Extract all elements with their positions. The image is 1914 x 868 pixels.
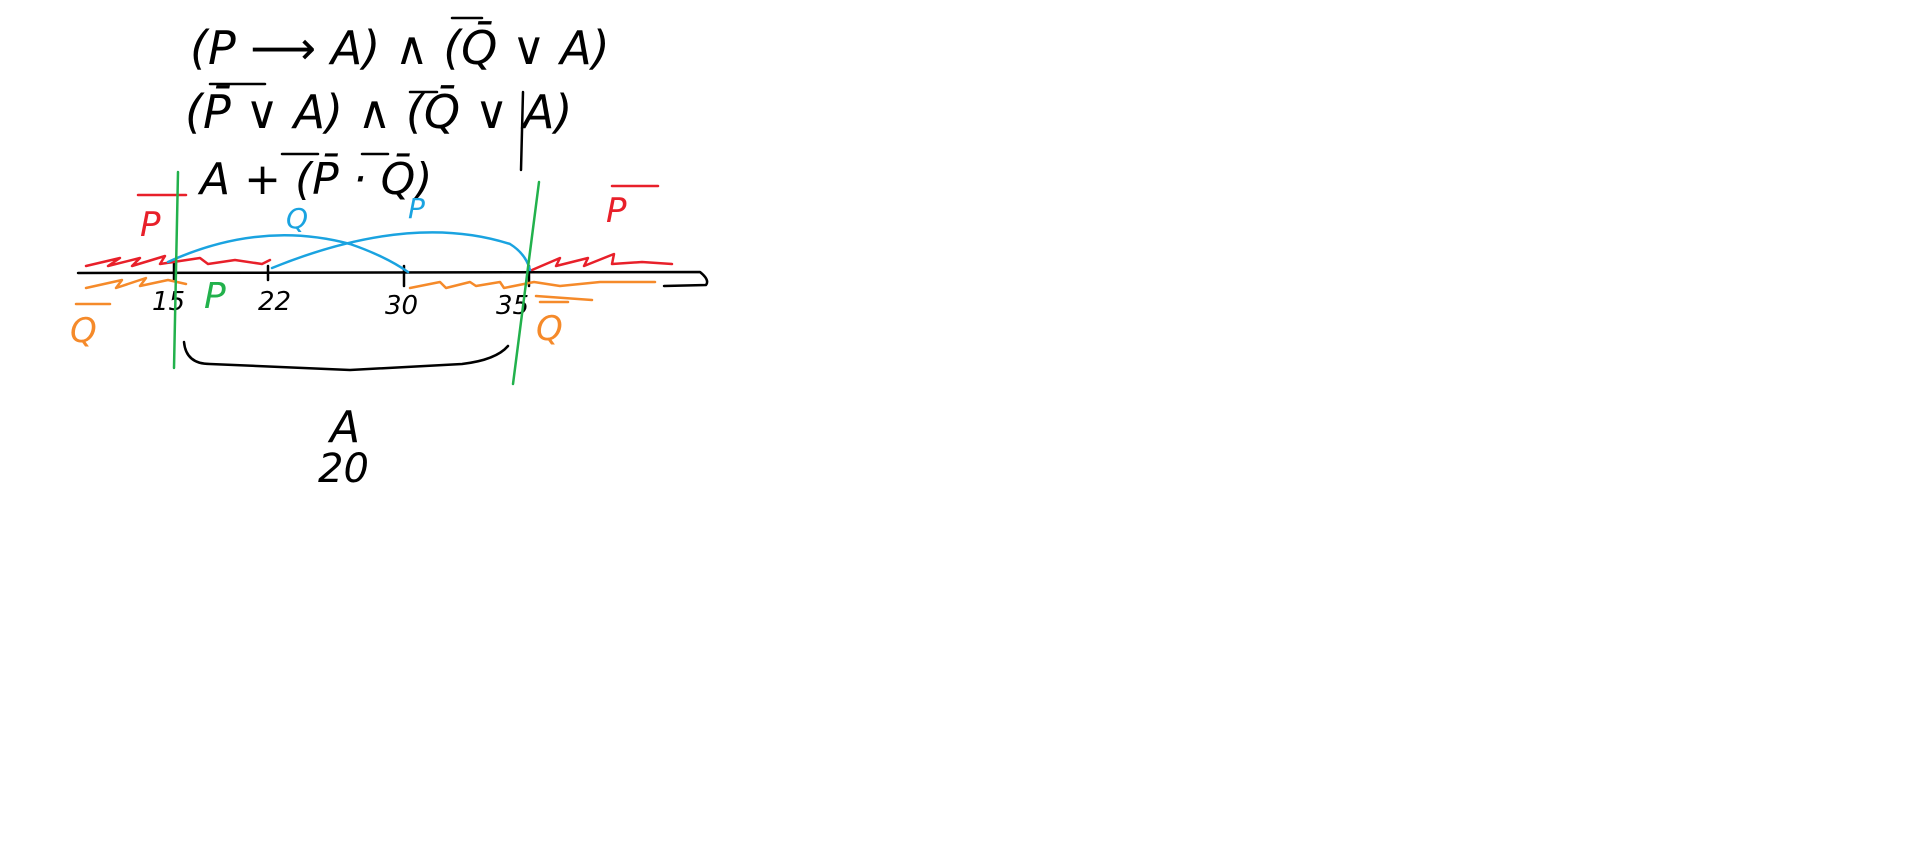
bracket-label-a: A — [327, 402, 360, 453]
tick-label-22: 22 — [258, 287, 291, 317]
tick-label-15: 15 — [152, 287, 185, 317]
bracket-curve — [182, 340, 510, 372]
number-line: 15 22 30 35 — [76, 260, 709, 321]
formula-line-1: (P ⟶ A) ∧ (Q̄ ∨ A) — [190, 21, 610, 75]
p-range-label: P — [408, 192, 425, 225]
blue-ranges: Q P — [166, 192, 532, 274]
p-bar-regions: P P — [84, 184, 674, 272]
p-range-arc — [270, 231, 532, 272]
bracket-value: 20 — [318, 446, 369, 492]
tick-label-30: 30 — [385, 291, 418, 321]
p-bar-right-label: P — [606, 191, 627, 231]
q-bar-left-scribble — [84, 276, 188, 290]
formula-line-2: (P̄ ∨ A) ∧ (Q̄ ∨ A) — [185, 85, 572, 139]
p-green-label: P — [204, 276, 226, 317]
number-line-axis — [76, 270, 709, 288]
q-range-label: Q — [286, 202, 308, 235]
formula-line-3: A + (P̄ · Q̄) — [197, 152, 432, 205]
q-bar-right-label: Q — [536, 309, 563, 349]
p-bar-left-scribble — [84, 254, 272, 268]
formula-line-2-right-bracket — [519, 90, 525, 172]
right-boundary-line — [511, 180, 541, 386]
q-bar-regions: Q Q — [70, 276, 657, 351]
p-bar-left-label: P — [140, 205, 161, 245]
bracket-group: A 20 — [182, 340, 510, 492]
q-bar-right-scribble — [408, 280, 657, 290]
green-boundaries: P — [172, 170, 541, 386]
p-bar-right-scribble — [530, 252, 674, 272]
q-bar-left-label: Q — [70, 311, 97, 351]
formula-block: (P ⟶ A) ∧ (Q̄ ∨ A) (P̄ ∨ A) ∧ (Q̄ ∨ A) A… — [185, 16, 610, 205]
left-boundary-line — [172, 170, 180, 370]
q-bar-right-extension — [534, 294, 594, 302]
q-range-arc — [166, 234, 410, 274]
